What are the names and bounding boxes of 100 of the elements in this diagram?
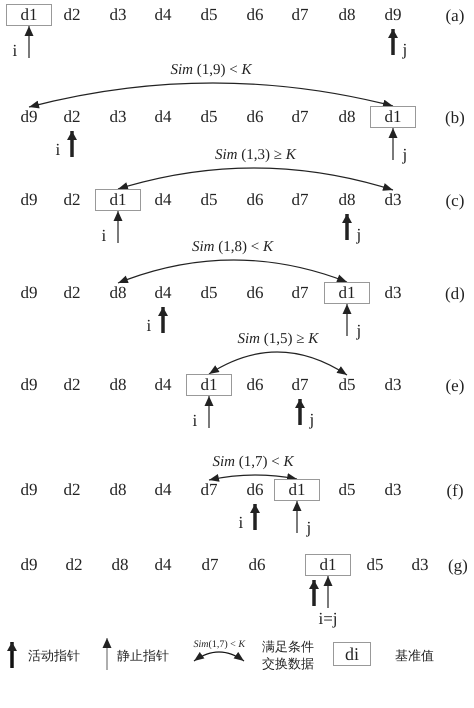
row-label: (c) (446, 192, 464, 208)
pointer-label: j (402, 146, 408, 162)
data-item: d4 (150, 375, 176, 395)
data-item: d7 (196, 480, 222, 500)
data-item: d6 (242, 107, 268, 127)
data-item: d5 (334, 375, 360, 395)
pointer-arrow (158, 307, 168, 333)
data-item: d9 (16, 107, 42, 127)
pointer-arrow (250, 504, 260, 530)
data-item: d5 (196, 107, 222, 127)
row-label: (b) (445, 108, 465, 126)
pointer-label: j (402, 40, 408, 58)
data-item: d2 (59, 5, 85, 25)
data-item: d3 (380, 375, 406, 395)
pivot-box: d1 (95, 189, 141, 211)
legend-text: 满足条件交换数据 (262, 638, 315, 672)
pointer-arrow (342, 214, 352, 240)
sample-box: di (333, 642, 372, 666)
pointer-arrow (292, 501, 302, 533)
data-item: d5 (334, 480, 360, 500)
pivot-box: d1 (274, 479, 320, 501)
legend-sample-label: Sim(1,7) < K (194, 640, 245, 650)
pointer-label: i (102, 226, 106, 244)
data-item: d3 (380, 283, 406, 303)
pointer-label: i=j (318, 610, 338, 626)
edge-label: Sim (1,5) ≥ K (238, 332, 318, 346)
data-item: d2 (59, 190, 85, 210)
edge-label: Sim (1,7) < K (212, 454, 294, 470)
data-item: d5 (196, 190, 222, 210)
data-item: d4 (150, 107, 176, 127)
data-item: d2 (59, 480, 85, 500)
row-label: (a) (446, 6, 464, 24)
edge-label: Sim (1,8) < K (192, 240, 273, 254)
data-item: d2 (59, 375, 85, 395)
data-item: d4 (150, 283, 176, 303)
data-item: d5 (196, 283, 222, 303)
data-item: d9 (16, 283, 42, 303)
pointer-label: j (356, 226, 362, 242)
row-label: (g) (448, 556, 468, 574)
data-item: d7 (287, 283, 313, 303)
pointer-arrow (309, 580, 319, 606)
data-item: d8 (334, 5, 360, 25)
data-item: d8 (105, 375, 131, 395)
data-item: d7 (287, 107, 313, 127)
pointer-arrow (342, 304, 352, 336)
data-item: d4 (150, 5, 176, 25)
pointer-arrow (67, 131, 77, 157)
data-item: d7 (287, 5, 313, 25)
swap-arc (28, 82, 394, 109)
data-item: d7 (197, 555, 223, 575)
data-item: d2 (59, 283, 85, 303)
data-item: d5 (362, 555, 388, 575)
data-item: d8 (105, 283, 131, 303)
swap-arc (208, 351, 348, 376)
edge-label: Sim (1,9) < K (170, 62, 252, 78)
data-item: d4 (150, 190, 176, 210)
data-item: d9 (16, 375, 42, 395)
pointer-arrow (388, 128, 398, 160)
data-item: d3 (105, 107, 131, 127)
data-item: d8 (107, 555, 133, 575)
data-item: d3 (380, 190, 406, 210)
legend-text: 静止指针 (117, 646, 169, 664)
pointer-arrow (388, 29, 398, 55)
data-item: d6 (242, 283, 268, 303)
pointer-label: i (56, 140, 60, 158)
data-item: d9 (380, 5, 406, 25)
pointer-arrow (24, 26, 34, 58)
row-label: (f) (446, 482, 464, 498)
pointer-arrow (114, 211, 122, 243)
pivot-box: d1 (305, 554, 351, 576)
data-item: d6 (242, 190, 268, 210)
data-item: d2 (59, 107, 85, 127)
data-item: d7 (287, 190, 313, 210)
data-item: d7 (287, 375, 313, 395)
data-item: d8 (105, 480, 131, 500)
data-item: d2 (61, 555, 87, 575)
legend-text: 基准值 (395, 646, 434, 664)
pointer-label: i (192, 412, 198, 428)
data-item: d8 (334, 107, 360, 127)
row-label: (d) (445, 284, 465, 302)
pivot-box: d1 (324, 282, 370, 304)
data-item: d6 (242, 375, 268, 395)
pointer-label: i (12, 42, 18, 58)
data-item: d4 (150, 555, 176, 575)
pointer-label: j (356, 322, 362, 338)
row-label: (e) (446, 376, 464, 394)
pointer-label: j (306, 518, 312, 536)
swap-arc (208, 473, 298, 482)
data-item: d5 (196, 5, 222, 25)
pivot-box: d1 (6, 4, 52, 26)
data-item: d4 (150, 480, 176, 500)
edge-label: Sim (1,3) ≥ K (215, 148, 296, 162)
data-item: d9 (16, 190, 42, 210)
pointer-label: i (238, 514, 244, 530)
data-item: d6 (242, 480, 268, 500)
data-item: d6 (244, 555, 270, 575)
data-item: d6 (242, 5, 268, 25)
pointer-arrow (295, 399, 305, 425)
swap-arc (118, 259, 348, 284)
swap-arc (118, 167, 394, 192)
